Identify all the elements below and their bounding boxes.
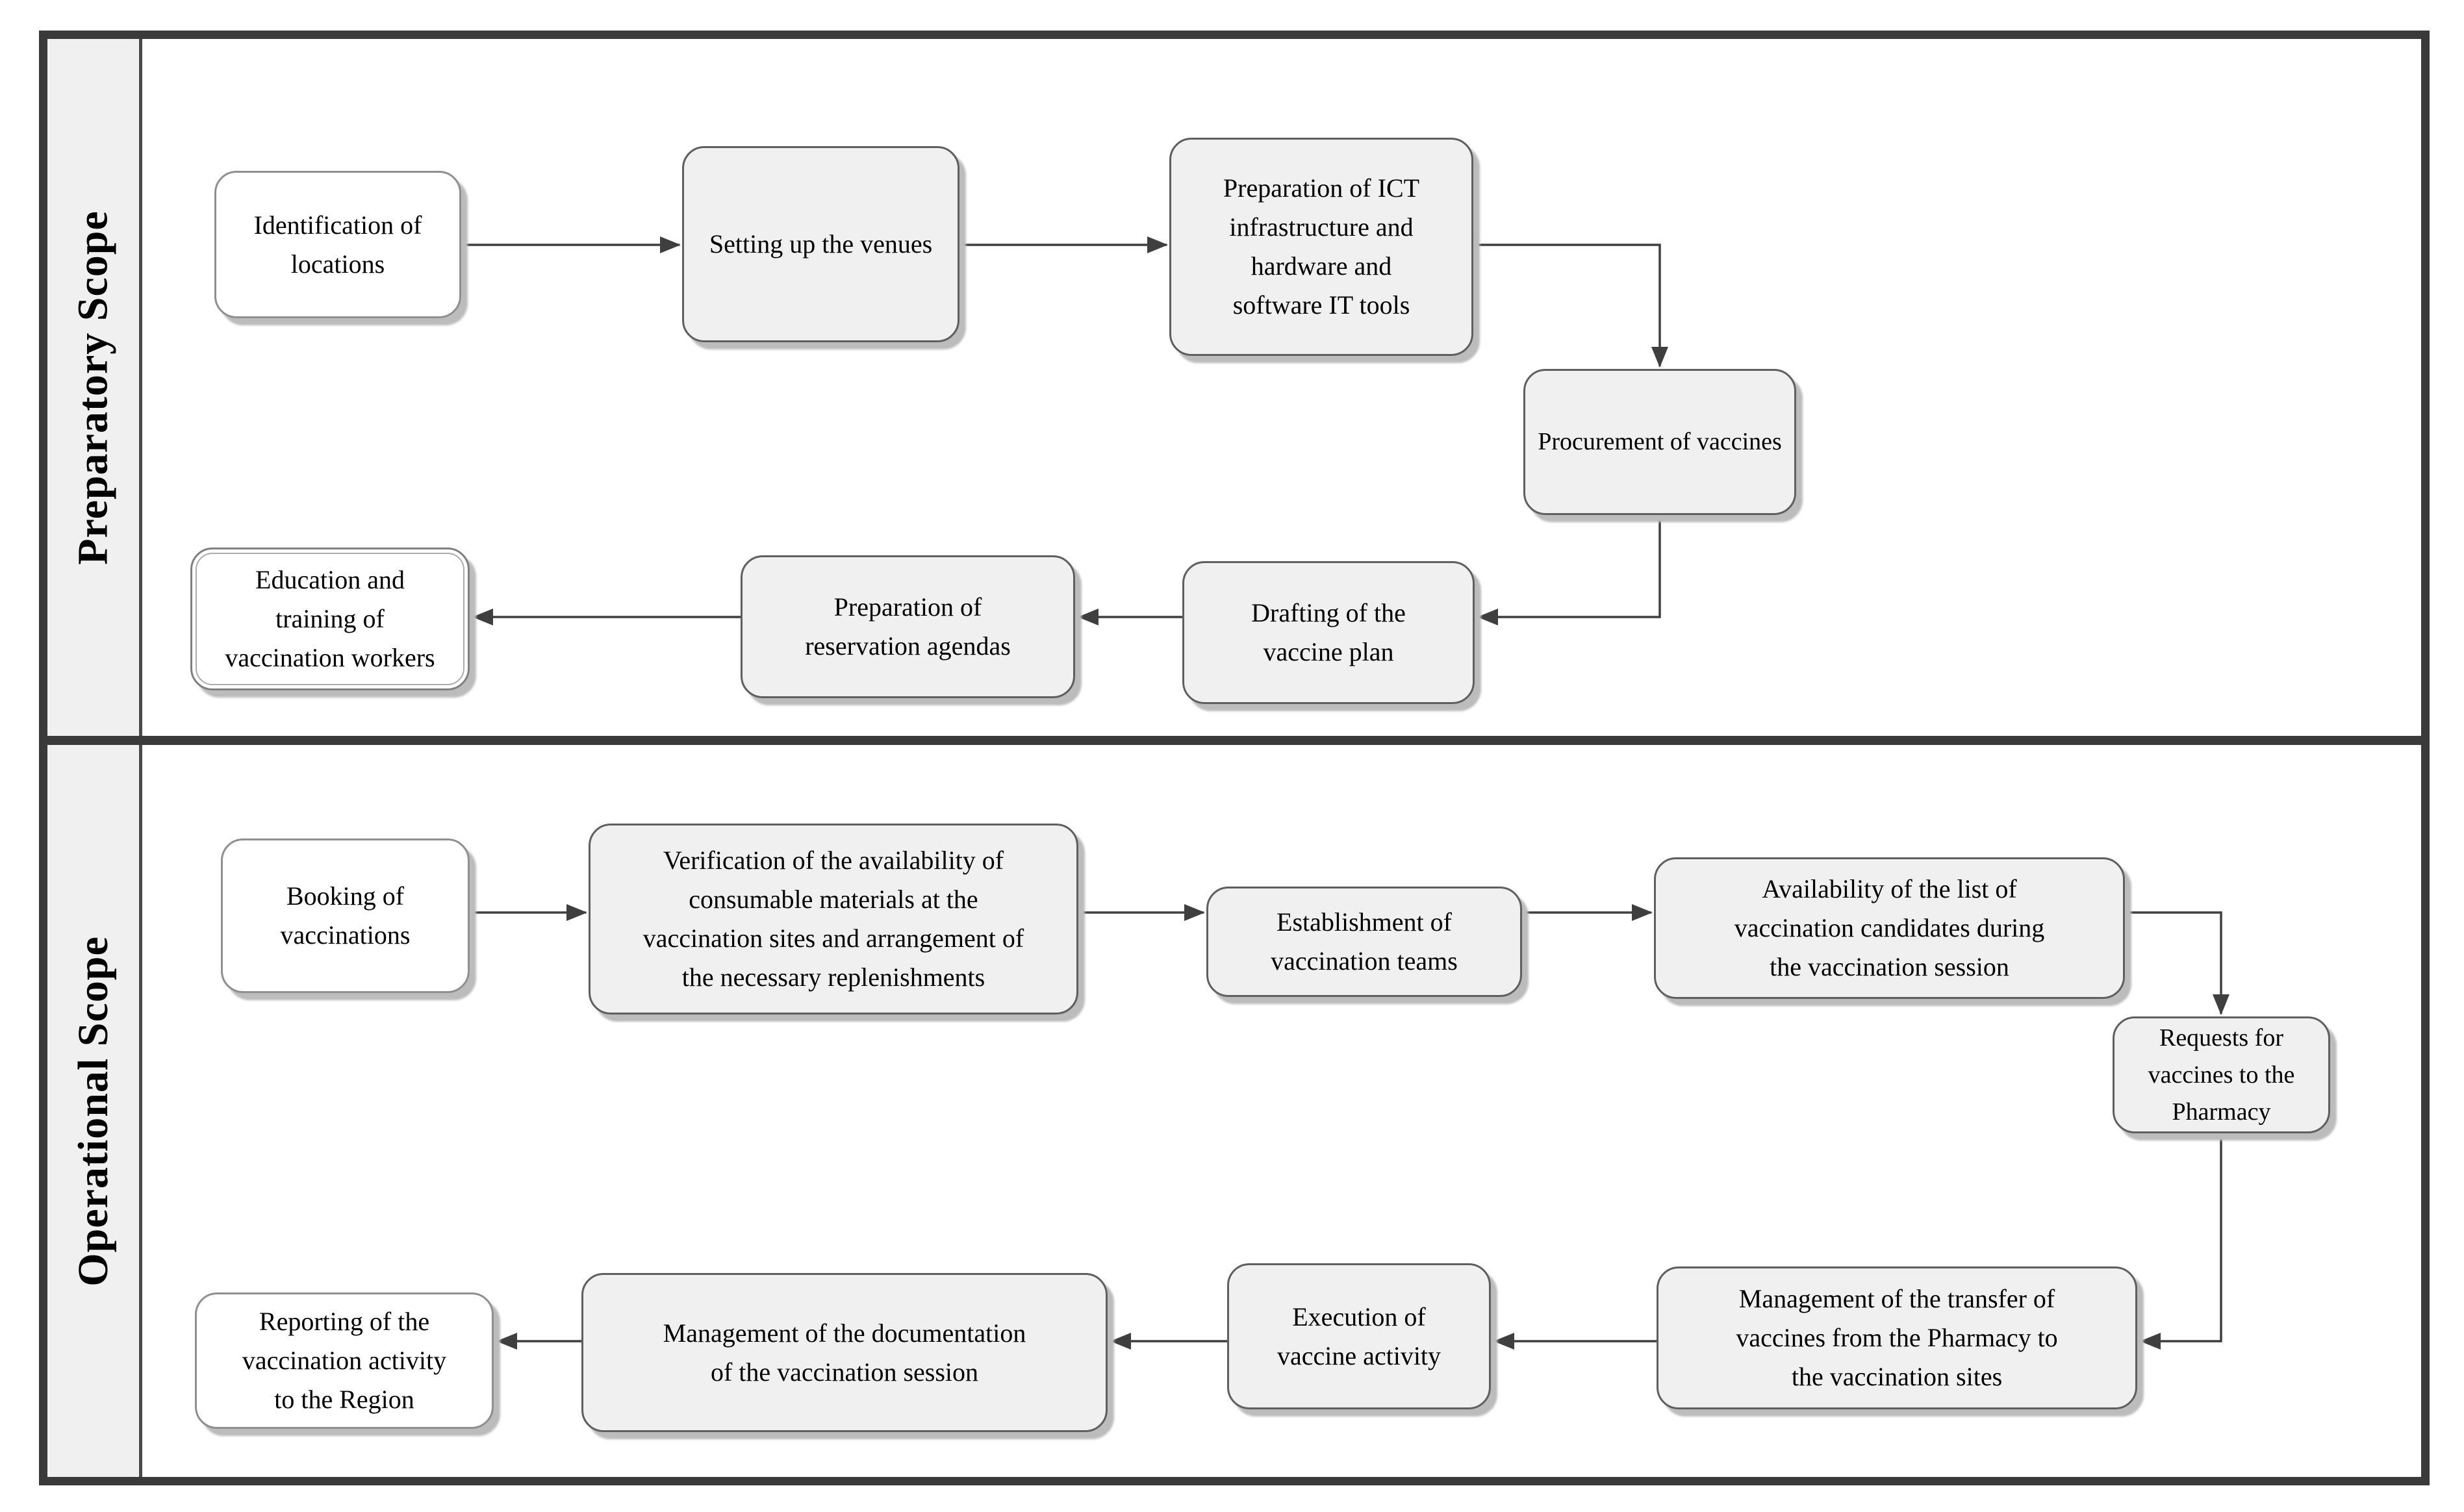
lane-column-separator <box>139 39 142 1477</box>
flow-node-o3: Establishment of vaccination teams <box>1206 887 1522 997</box>
node-label-line: Identification of <box>253 210 422 240</box>
node-label-line: Setting up the venues <box>709 229 933 258</box>
node-label-line: Execution of <box>1292 1302 1426 1331</box>
node-label: Drafting of the vaccine plan <box>1251 594 1406 672</box>
node-label-line: the necessary replenishments <box>681 963 985 992</box>
node-label-line: training of <box>275 604 385 633</box>
node-label-line: the vaccination session <box>1770 952 2009 981</box>
node-label: Management of the documentation of the va… <box>663 1314 1026 1392</box>
lane-label-column <box>47 39 139 1477</box>
flow-node-p5: Drafting of the vaccine plan <box>1182 561 1475 704</box>
flow-node-p2: Setting up the venues <box>682 146 959 342</box>
node-label-line: of the vaccination session <box>710 1357 979 1387</box>
node-label-line: Procurement of vaccines <box>1538 428 1782 455</box>
connector-o5-o6 <box>2140 1133 2222 1350</box>
flow-node-o8: Management of the documentation of the va… <box>581 1273 1108 1432</box>
node-label-line: consumable materials at the <box>689 885 978 914</box>
node-label-line: Management of the transfer of <box>1738 1284 2055 1313</box>
node-label-line: Education and <box>255 565 405 594</box>
lane-divider <box>39 736 2430 745</box>
node-label-line: Booking of <box>286 881 405 911</box>
node-label-line: software IT tools <box>1232 290 1410 320</box>
node-label-line: Management of the documentation <box>663 1318 1026 1348</box>
flow-node-o4: Availability of the list of vaccination c… <box>1654 857 2125 999</box>
node-label-line: vaccination teams <box>1271 946 1458 976</box>
node-label: Establishment of vaccination teams <box>1271 903 1458 981</box>
node-label-line: vaccines to the <box>2148 1061 2295 1089</box>
flow-node-p1: Identification of locations <box>214 171 461 318</box>
node-label: Management of the transfer of vaccines fr… <box>1736 1279 2057 1396</box>
node-label-line: infrastructure and <box>1229 212 1414 242</box>
node-label-line: vaccines from the Pharmacy to <box>1736 1323 2058 1352</box>
node-label-line: vaccine activity <box>1276 1341 1442 1370</box>
flow-node-o7: Execution of vaccine activity <box>1227 1263 1491 1409</box>
node-label-line: locations <box>290 249 385 279</box>
node-label-line: vaccination activity <box>242 1346 447 1375</box>
node-label: Procurement of vaccines <box>1538 423 1782 460</box>
node-label: Reporting of the vaccination activity to t… <box>242 1302 446 1419</box>
node-label-line: reservation agendas <box>805 631 1011 661</box>
node-label: Education and training of vaccination work… <box>225 561 435 677</box>
node-label-line: to the Region <box>274 1385 414 1414</box>
flow-node-o9: Reporting of the vaccination activity to t… <box>195 1292 494 1429</box>
node-label: Setting up the venues <box>709 225 932 264</box>
node-label-line: hardware and <box>1251 251 1392 281</box>
node-label-line: Drafting of the <box>1251 598 1406 627</box>
node-label-line: vaccination sites and arrangement of <box>642 924 1024 953</box>
node-label-line: the vaccination sites <box>1791 1362 2003 1391</box>
node-label: Booking of vaccinations <box>281 877 411 955</box>
connector-o4-o5 <box>2125 911 2229 1015</box>
node-label-line: Establishment of <box>1276 907 1452 937</box>
node-label-line: vaccinations <box>280 920 411 950</box>
flow-node-o2: Verification of the availability of consu… <box>589 824 1078 1014</box>
flow-node-p3: Preparation of ICT infrastructure and hard… <box>1169 138 1473 356</box>
connector-p4-p5 <box>1477 515 1661 625</box>
node-label: Execution of vaccine activity <box>1277 1298 1441 1376</box>
node-label-line: Requests for <box>2159 1024 2283 1052</box>
flow-node-o1: Booking of vaccinations <box>221 838 470 993</box>
node-label-line: Pharmacy <box>2172 1098 2271 1126</box>
flow-node-p6: Preparation of reservation agendas <box>741 555 1075 698</box>
node-label-line: Preparation of ICT <box>1223 173 1420 203</box>
node-label-line: vaccine plan <box>1263 637 1394 666</box>
node-label: Identification of locations <box>254 206 422 284</box>
node-label-line: vaccination workers <box>225 643 435 672</box>
connector-p3-p4 <box>1473 244 1668 368</box>
node-label-line: Reporting of the <box>259 1307 430 1336</box>
node-label-line: Verification of the availability of <box>663 846 1004 875</box>
node-label-line: vaccination candidates during <box>1734 913 2045 942</box>
flow-node-p7: Education and training of vaccination work… <box>190 548 470 690</box>
node-label: Preparation of ICT infrastructure and hard… <box>1223 169 1419 325</box>
diagram-frame <box>39 31 2430 1485</box>
node-label: Verification of the availability of consu… <box>643 841 1024 997</box>
flow-node-p4: Procurement of vaccines <box>1523 369 1796 515</box>
node-label: Preparation of reservation agendas <box>805 588 1011 666</box>
node-label-line: Availability of the list of <box>1762 874 2017 903</box>
node-label: Availability of the list of vaccination c… <box>1734 870 2045 987</box>
node-label-line: Preparation of <box>833 592 982 622</box>
flow-node-o6: Management of the transfer of vaccines fr… <box>1657 1266 2137 1409</box>
